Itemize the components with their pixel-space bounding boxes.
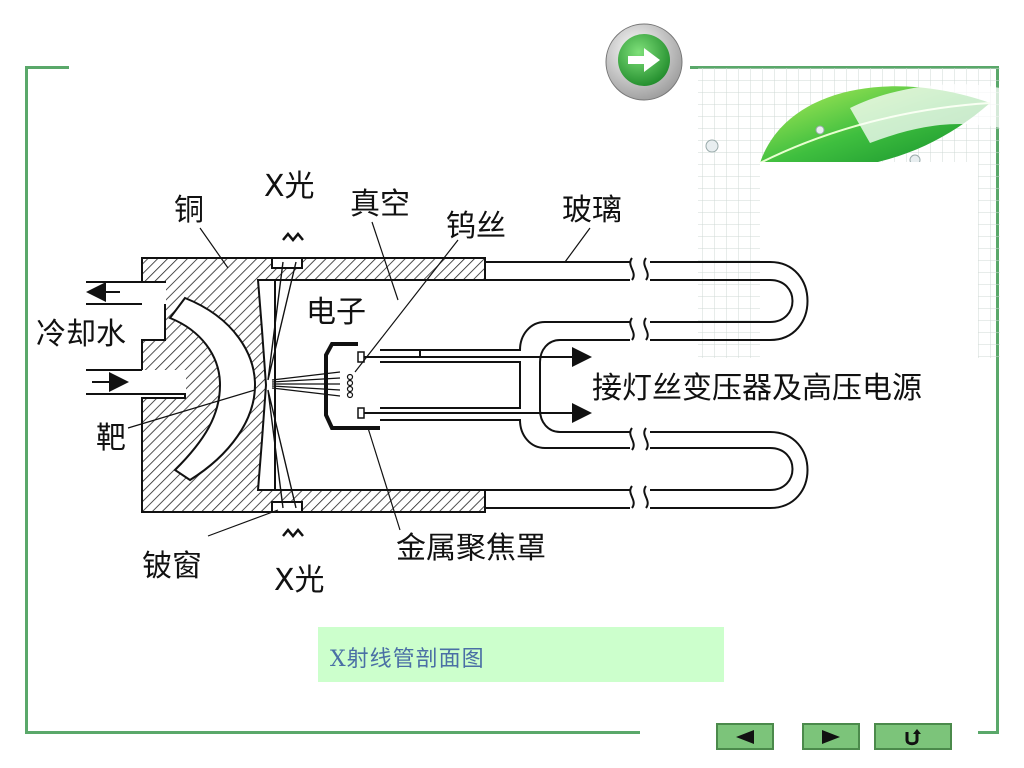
- label-focusing-cup: 金属聚焦罩: [396, 531, 546, 566]
- label-xray-bottom: X光: [274, 563, 325, 598]
- label-beryllium-window: 铍窗: [142, 549, 202, 584]
- prev-button[interactable]: [716, 723, 774, 750]
- next-page-button[interactable]: [604, 22, 684, 102]
- label-electron: 电子: [306, 295, 366, 330]
- forward-button[interactable]: [802, 723, 860, 750]
- label-target: 靶: [96, 421, 126, 456]
- frame-right: [996, 66, 999, 734]
- label-copper: 铜: [174, 193, 204, 228]
- return-button[interactable]: [874, 723, 952, 750]
- label-glass: 玻璃: [562, 193, 622, 228]
- leaf-decoration-image: [698, 68, 1000, 358]
- frame-bottom: [25, 731, 640, 734]
- label-xray-top: X光: [264, 169, 315, 204]
- label-tungsten-wire: 钨丝: [446, 209, 506, 244]
- return-icon: [905, 728, 921, 745]
- caption-text: X射线管剖面图: [330, 647, 485, 672]
- triangle-right-icon: [822, 729, 840, 744]
- triangle-left-icon: [736, 729, 754, 744]
- caption-box: X射线管剖面图: [318, 627, 724, 682]
- arrow-right-icon: [628, 48, 660, 72]
- frame-left: [25, 66, 28, 734]
- label-cooling-water: 冷却水: [36, 317, 126, 352]
- label-power-source: 接灯丝变压器及高压电源: [592, 371, 922, 406]
- frame-top-left: [25, 66, 69, 69]
- label-vacuum: 真空: [350, 187, 410, 222]
- frame-bottom-right: [978, 731, 999, 734]
- frame-top-right: [690, 66, 999, 69]
